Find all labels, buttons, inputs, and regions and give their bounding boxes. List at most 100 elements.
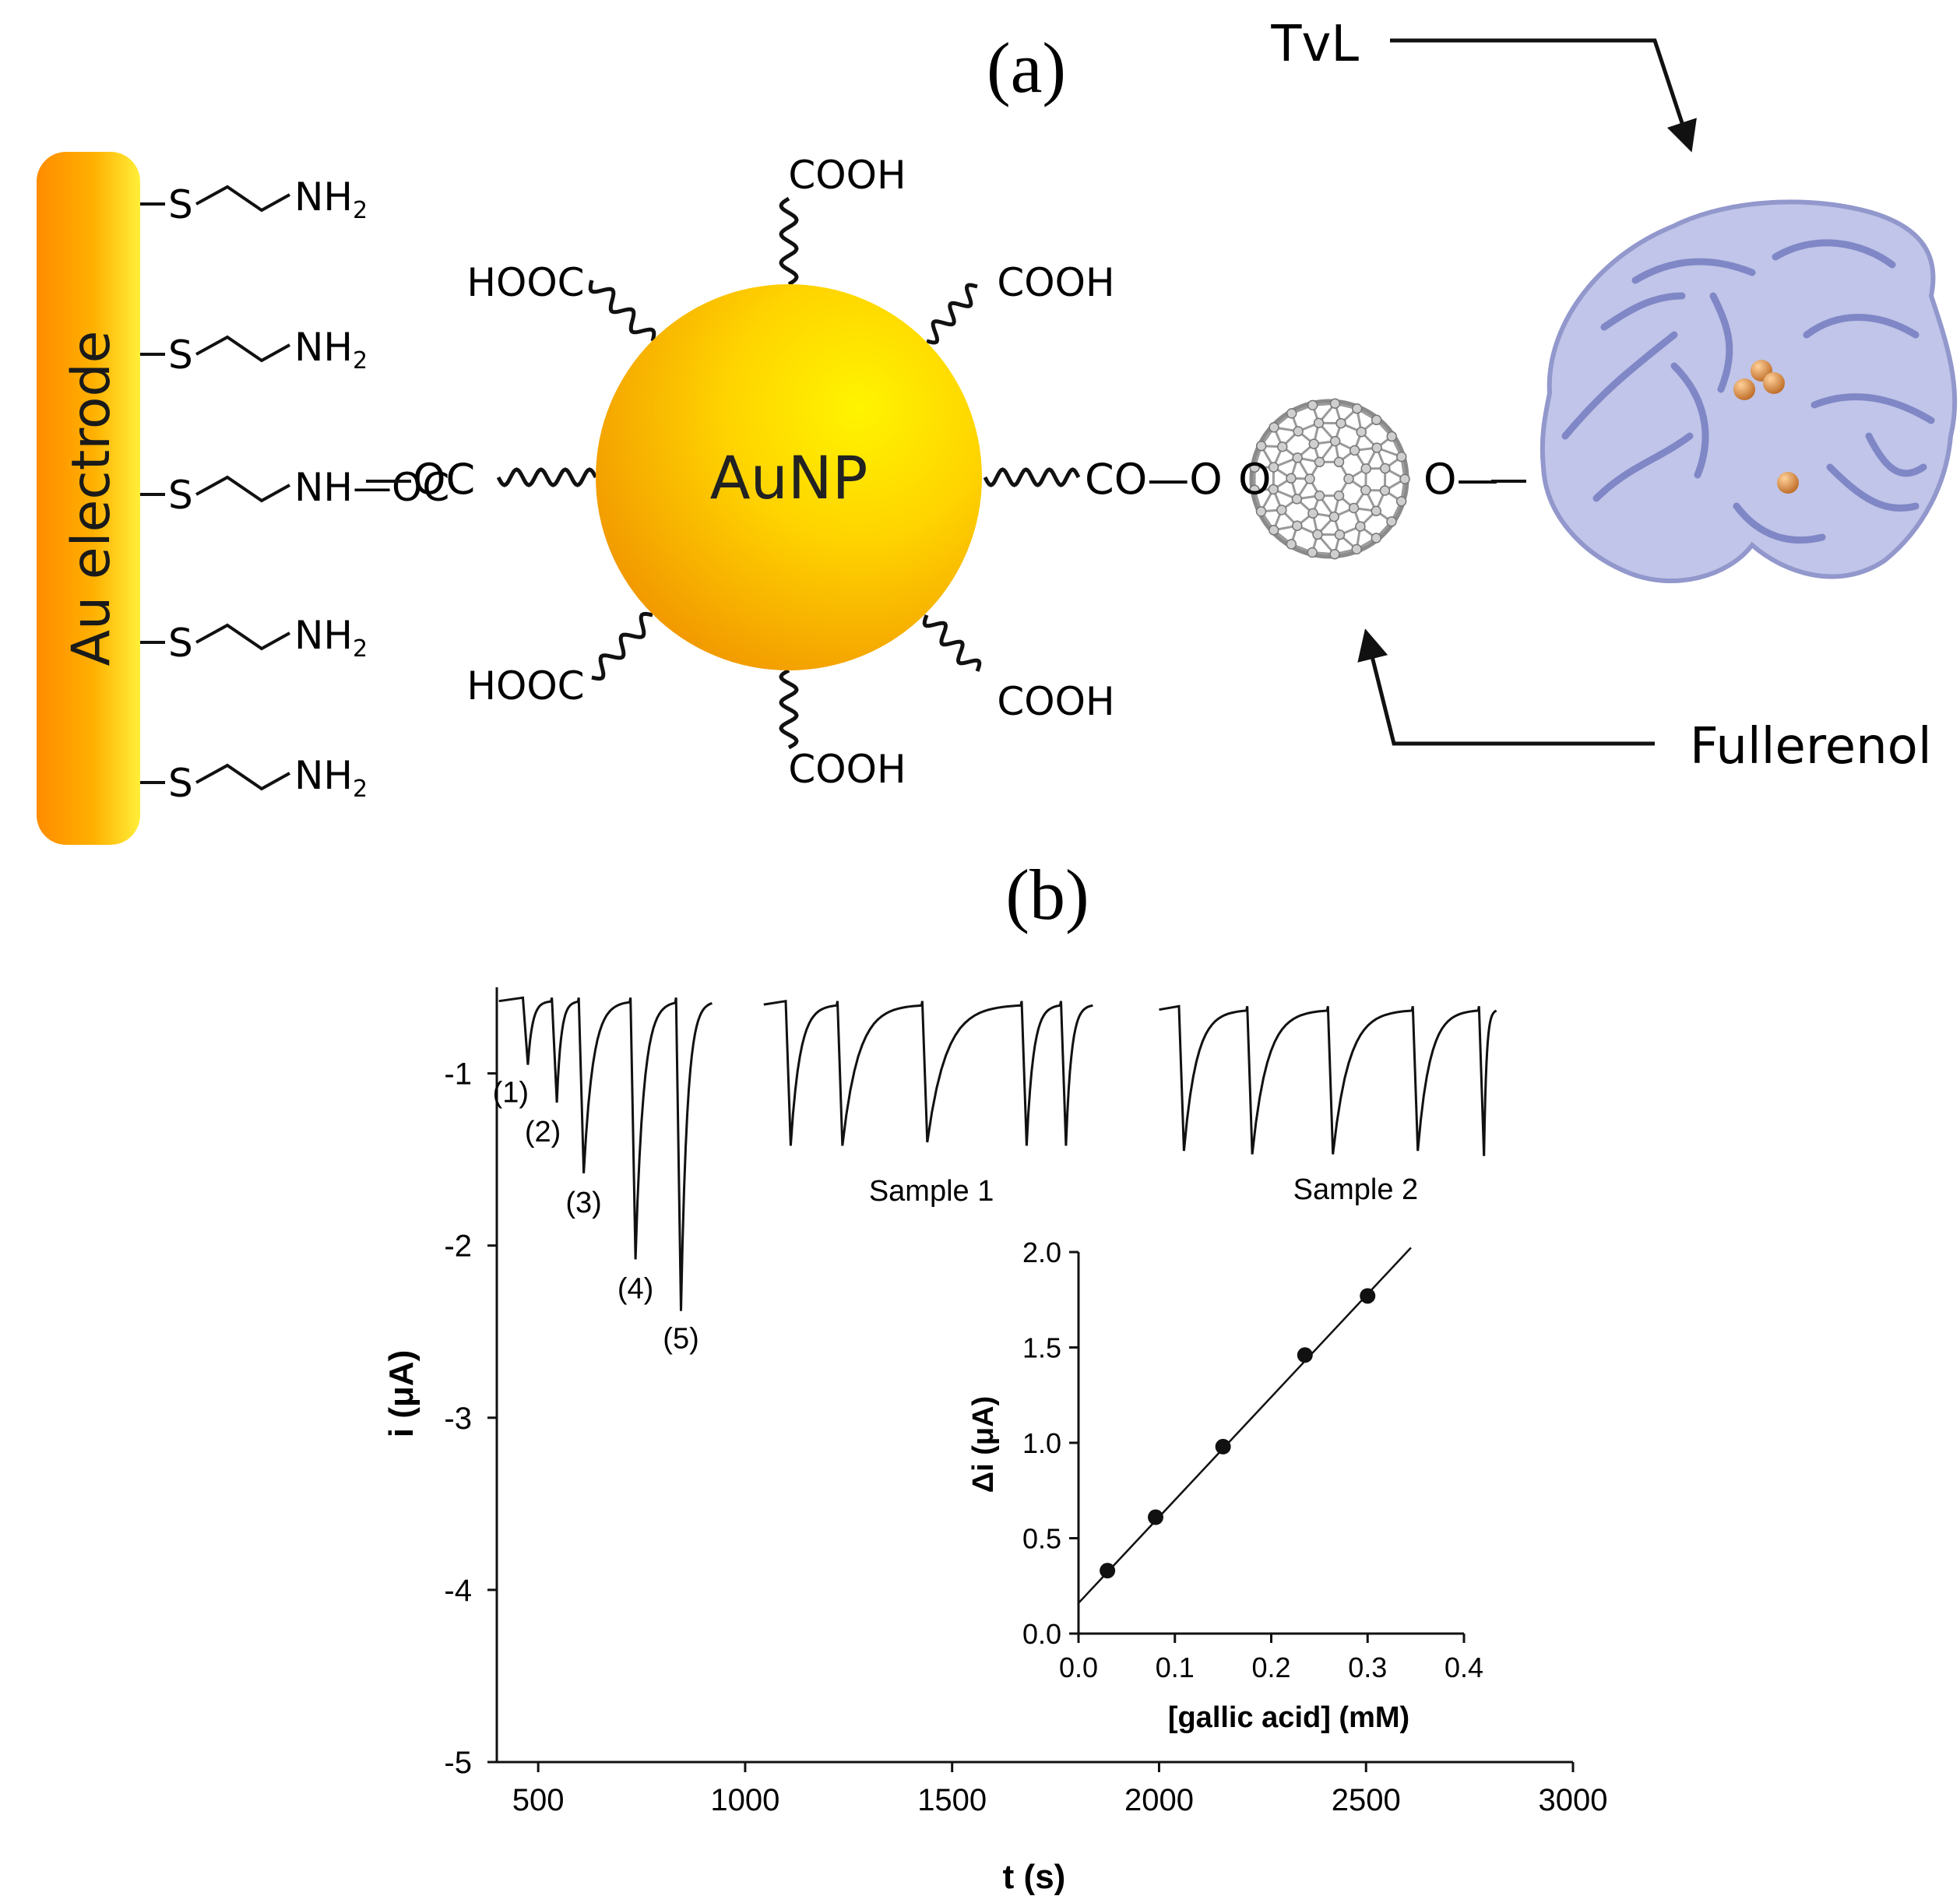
protein-ribbon [1709,292,1733,393]
carbon-atom [1334,529,1346,540]
carboxyl-label-top-left: HOOC [466,260,584,305]
alkyl-chain [779,668,799,750]
protein-ribbon [1600,292,1686,331]
inset-x-tick-label: 0.0 [1059,1651,1098,1683]
x-tick-label: 2000 [1124,1783,1194,1817]
fullerene-label: Fullerenol [1690,718,1932,776]
protein-ribbon [1865,432,1927,477]
x-tick-label: 2500 [1332,1783,1401,1817]
sulfur-label: S [168,182,193,227]
carbon-atom [1268,462,1279,473]
carboxyl-chains [496,196,1081,750]
enzyme-arrow [1390,38,1697,153]
gold-electrode [37,152,140,845]
carbon-atom [1356,427,1367,438]
carbon-atom [1349,445,1360,456]
panel-b-label: (b) [1005,855,1089,934]
carbon-atom [1291,494,1303,505]
inset-x-tick-label: 0.2 [1251,1651,1290,1683]
current-trace [1159,1004,1497,1156]
carbon-atom [1371,505,1381,516]
x-tick-label: 3000 [1539,1783,1608,1817]
carboxyl-label-top-right: COOH [997,260,1114,305]
fullerene-arrow [1357,628,1655,746]
inset-x-axis-title: [gallic acid] (mM) [1168,1701,1409,1734]
carbon-atom [1269,422,1279,433]
carbon-atom [1304,473,1315,484]
copper-atom [1763,372,1785,394]
sulfur-label: S [168,761,193,806]
carbon-atom [1329,435,1341,447]
protein-ribbon [1810,393,1935,424]
protein-ribbon [1803,314,1920,339]
inset-data-point [1360,1288,1376,1304]
protein-ribbon [1826,463,1920,512]
copper-atom [1777,472,1799,494]
carbon-atom [1277,441,1288,452]
current-trace [763,999,1093,1146]
inset-data-point [1297,1347,1313,1363]
inset-data-point [1215,1438,1231,1455]
carbon-atom [1286,473,1297,484]
carbon-atom [1268,484,1279,495]
protein-ribbon [1631,258,1756,284]
nanoparticle-label: AuNP [710,443,868,512]
alkyl-chain [496,467,598,487]
linker-group: S NH2 [140,753,368,806]
carbon-atom [1360,484,1371,496]
carbon-atom [1255,440,1267,452]
alkyl-chain [779,196,799,287]
inset-x-tick-label: 0.4 [1444,1651,1483,1683]
amine-label: NH2 [294,753,368,803]
amine-label: NH2 [294,174,368,224]
carboxyl-label-top: COOH [788,153,906,198]
y-tick-label: -1 [444,1057,472,1092]
inset-fit-line [1078,1247,1412,1604]
calibration-peak-label: (2) [525,1116,561,1148]
calibration-peak-label: (1) [493,1077,529,1110]
subscript: 2 [353,635,368,663]
oxygen-label-left: O [1238,455,1272,504]
y-tick-label: -5 [444,1746,472,1780]
carbon-atom [1396,451,1407,463]
y-tick-label: -2 [444,1229,472,1264]
carbon-atom [1371,442,1382,453]
carbon-atom [1292,520,1303,531]
calibration-peak-label: (3) [565,1187,601,1219]
carbon-atom [1329,548,1340,560]
carbon-atom [1328,511,1340,522]
subscript: 2 [353,776,368,803]
copper-atom [1733,378,1755,400]
carbon-atom [1371,414,1382,426]
protein-ribbon [1733,502,1826,544]
carbon-atom [1249,484,1260,495]
sulfur-label: S [168,332,193,378]
carbon-atom [1371,533,1382,543]
carbon-atom [1312,529,1323,540]
ester-link-right: O— [1423,455,1499,504]
carbon-atom [1314,490,1325,501]
inset-y-tick-label: 0.5 [1022,1523,1061,1555]
amine-label: NH—OC [294,465,449,510]
linker-group: S NH2 [140,174,368,227]
fullerenol-molecule: O [1238,398,1410,560]
alkyl-chain [926,283,978,345]
carbon-atom [1379,485,1391,496]
ester-link-left: CO—O [1085,455,1223,504]
electrode-label: Au electrode [61,331,122,667]
x-axis-title: t (s) [1003,1858,1066,1896]
alkyl-chain [588,280,656,342]
carbon-atom [1379,463,1391,474]
carbon-atom [1335,417,1346,429]
alkyl-chain [591,611,653,681]
carbon-atom [1286,539,1297,550]
protein-ribbon [1670,362,1709,479]
protein-ribbon [1592,432,1694,502]
amide-carbonyl-label: OC [413,455,475,504]
y-axis-title: i (μA) [382,1350,421,1437]
